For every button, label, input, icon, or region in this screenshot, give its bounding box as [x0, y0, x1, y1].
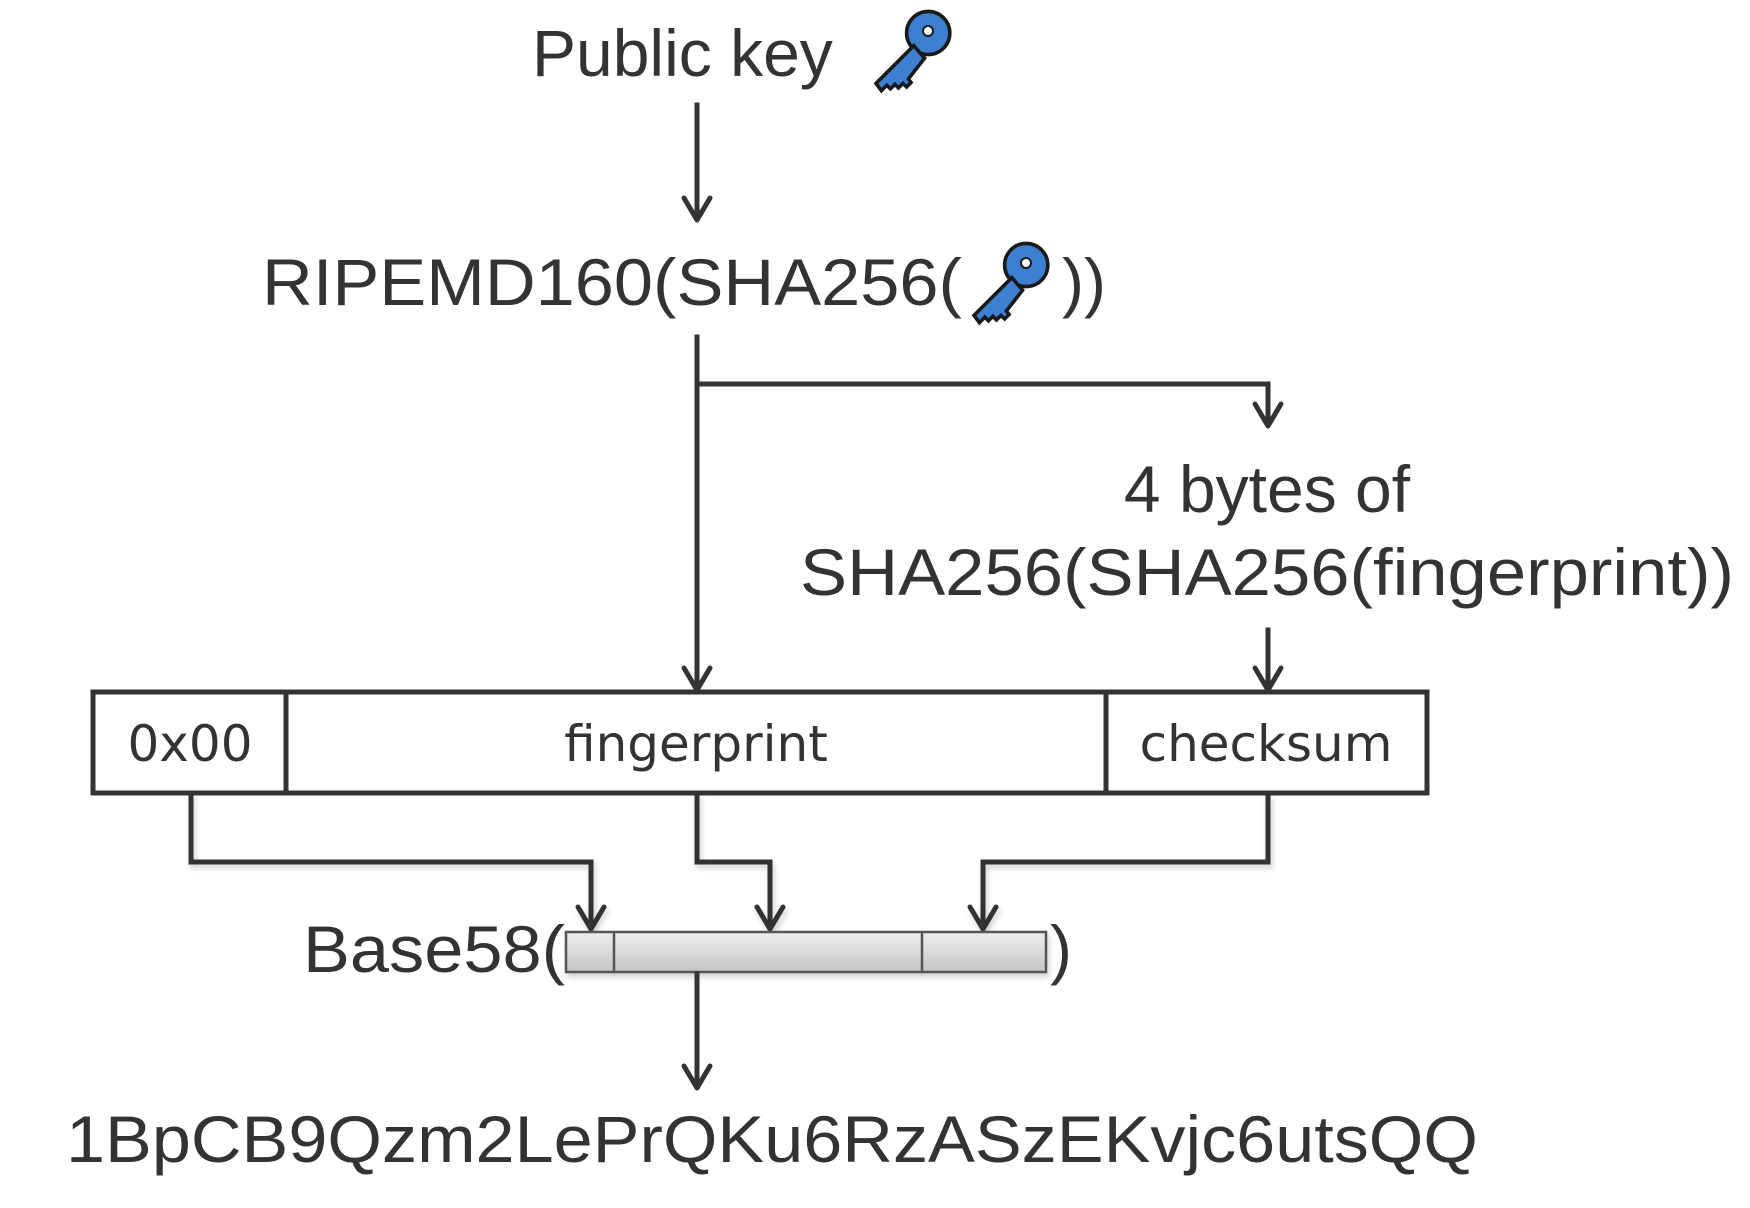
base58-node: Base58( ): [303, 912, 1072, 986]
key-icon: [972, 241, 1050, 325]
connector-version-byte: [188, 793, 607, 932]
arrow-checksum-calc-to-checksum: [1252, 627, 1284, 693]
key-icon: [874, 9, 952, 93]
base58-suffix: ): [1050, 912, 1072, 986]
base58-prefix: Base58(: [303, 912, 565, 986]
public-key-label: Public key: [532, 16, 833, 90]
connector-fingerprint: [694, 793, 786, 932]
hash-prefix: RIPEMD160(SHA256(: [262, 245, 962, 319]
arrow-hash-to-fingerprint: [681, 334, 713, 693]
arrow-hash-to-checksum-calc: [694, 381, 1284, 429]
hash-suffix: )): [1062, 245, 1106, 319]
connector-checksum: [967, 793, 1271, 932]
arrow-public-key-to-hash: [681, 102, 713, 223]
checksum-calc-line2: SHA256(SHA256(fingerprint)): [800, 535, 1734, 609]
payload-box: 0x00 fingerprint checksum: [90, 689, 1430, 796]
bitcoin-address: 1BpCB9Qzm2LePrQKu6RzASzEKvjc6utsQQ: [66, 1102, 1478, 1176]
checksum-field: checksum: [1140, 715, 1393, 773]
encoded-payload-bar: [564, 930, 1048, 974]
fingerprint-field: fingerprint: [564, 715, 828, 773]
arrow-base58-to-address: [681, 971, 713, 1091]
checksum-calc-line1: 4 bytes of: [1124, 452, 1411, 526]
hash-node: RIPEMD160(SHA256( )): [262, 241, 1106, 325]
checksum-calc-node: 4 bytes of SHA256(SHA256(fingerprint)): [800, 452, 1734, 609]
public-key-node: Public key: [532, 9, 952, 93]
version-byte-field: 0x00: [127, 715, 252, 773]
